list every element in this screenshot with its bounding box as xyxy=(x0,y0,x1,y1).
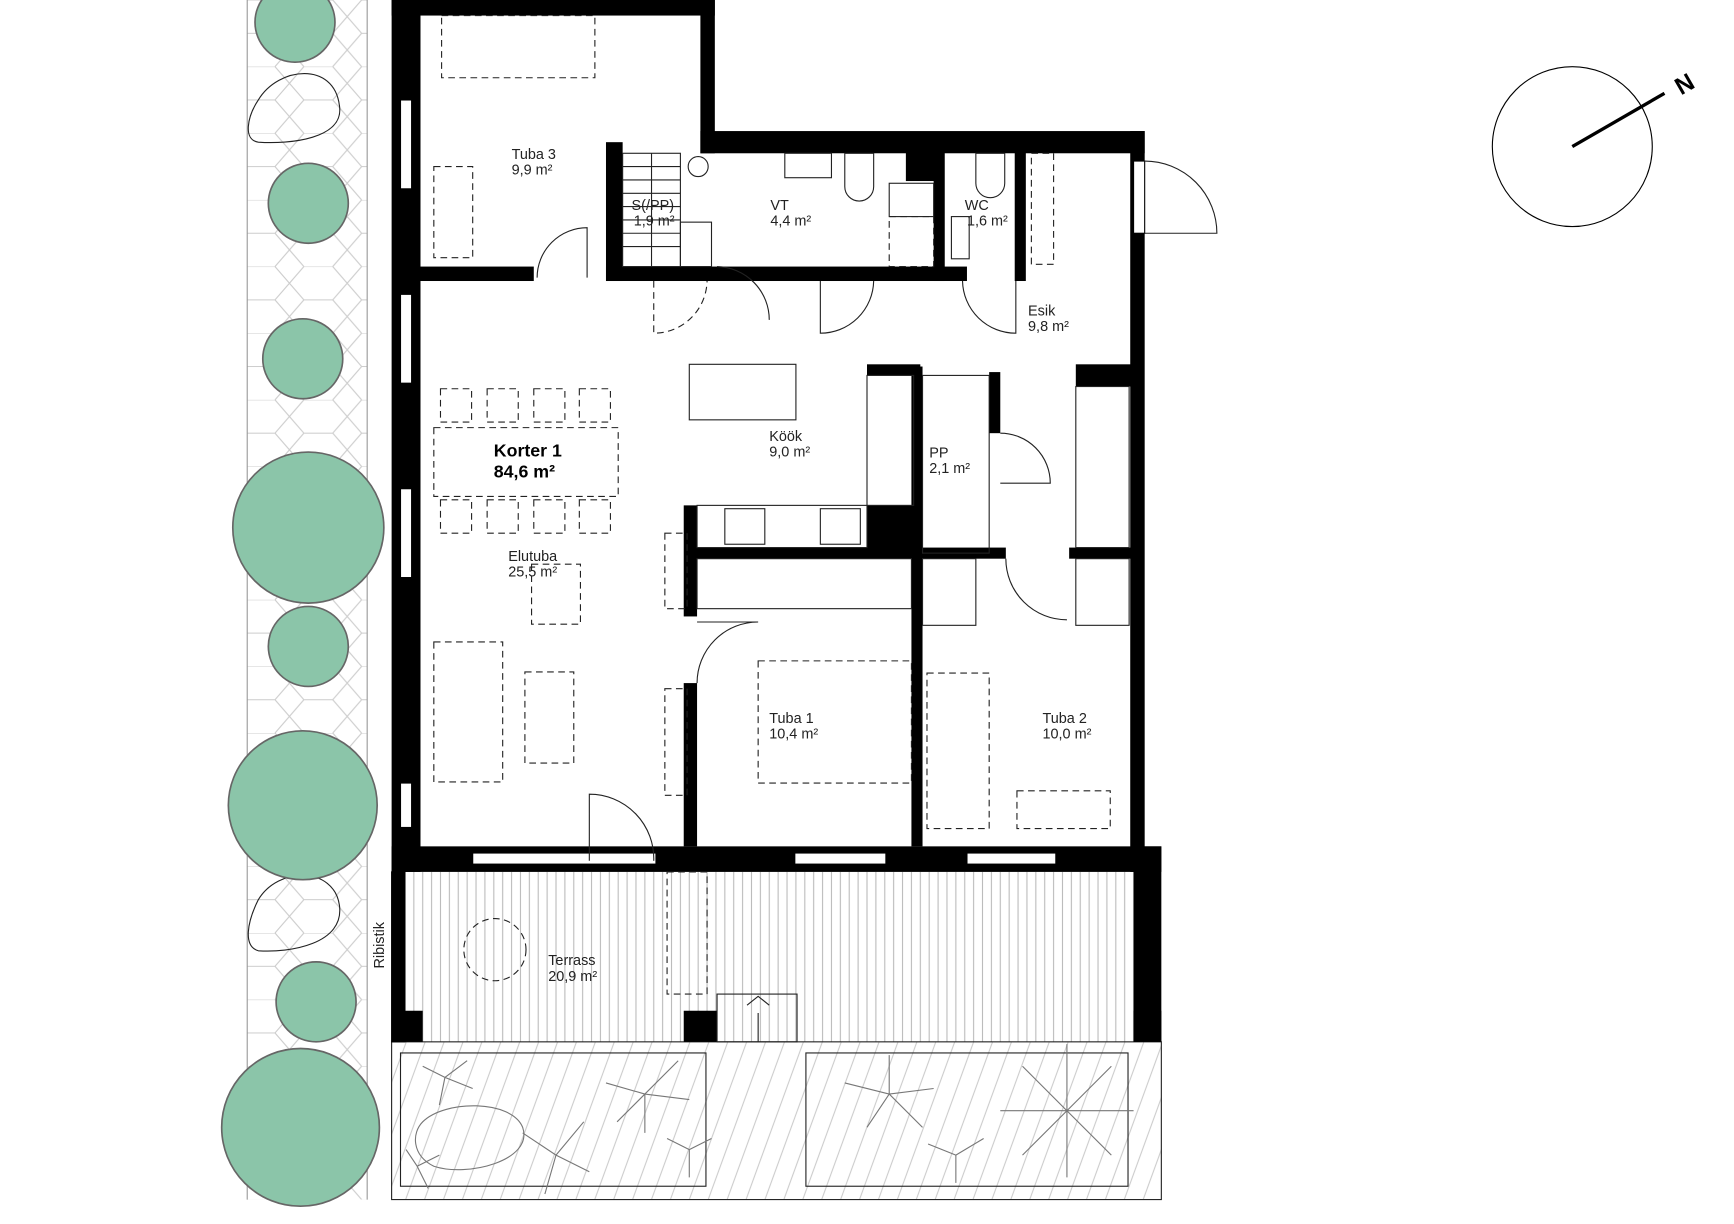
room-area: 1,6 m² xyxy=(967,213,1008,229)
room-name: Elutuba xyxy=(508,549,558,565)
room-name: Tuba 3 xyxy=(512,147,556,163)
room-area: 9,8 m² xyxy=(1028,319,1069,335)
apartment-area: 84,6 m² xyxy=(494,462,555,482)
room-name: VT xyxy=(770,198,789,214)
room-name: S(/PP) xyxy=(632,198,674,214)
walls xyxy=(391,0,1162,1043)
room-name: WC xyxy=(965,198,989,214)
stairs xyxy=(622,152,798,1043)
room-area: 20,9 m² xyxy=(548,969,597,985)
room-name: Köök xyxy=(769,429,803,445)
room-name: PP xyxy=(929,446,948,462)
apartment-name: Korter 1 xyxy=(494,441,562,461)
planters xyxy=(399,1044,1134,1195)
room-area: 4,4 m² xyxy=(770,213,811,229)
room-area: 10,4 m² xyxy=(769,727,818,743)
fixtures xyxy=(688,152,1130,626)
trees xyxy=(220,0,385,1208)
doors xyxy=(536,160,1218,861)
side-label: Ribistik xyxy=(372,921,388,968)
room-area: 2,1 m² xyxy=(929,461,970,477)
room-area: 1,9 m² xyxy=(634,213,675,229)
room-name: Tuba 1 xyxy=(769,711,813,727)
room-name: Tuba 2 xyxy=(1042,711,1086,727)
furniture xyxy=(433,14,1111,995)
compass-label: N xyxy=(1670,69,1699,101)
room-name: Terrass xyxy=(548,953,595,969)
room-area: 25,5 m² xyxy=(508,564,557,580)
room-area: 9,9 m² xyxy=(512,162,553,178)
windows xyxy=(399,99,1146,865)
room-name: Esik xyxy=(1028,303,1056,319)
room-area: 10,0 m² xyxy=(1042,727,1091,743)
terrace-deck xyxy=(404,871,1134,1042)
room-labels: Tuba 3 9,9 m² S(/PP) 1,9 m² VT 4,4 m² WC… xyxy=(372,147,1092,985)
room-area: 9,0 m² xyxy=(769,445,810,461)
north-compass: N xyxy=(1491,66,1699,228)
